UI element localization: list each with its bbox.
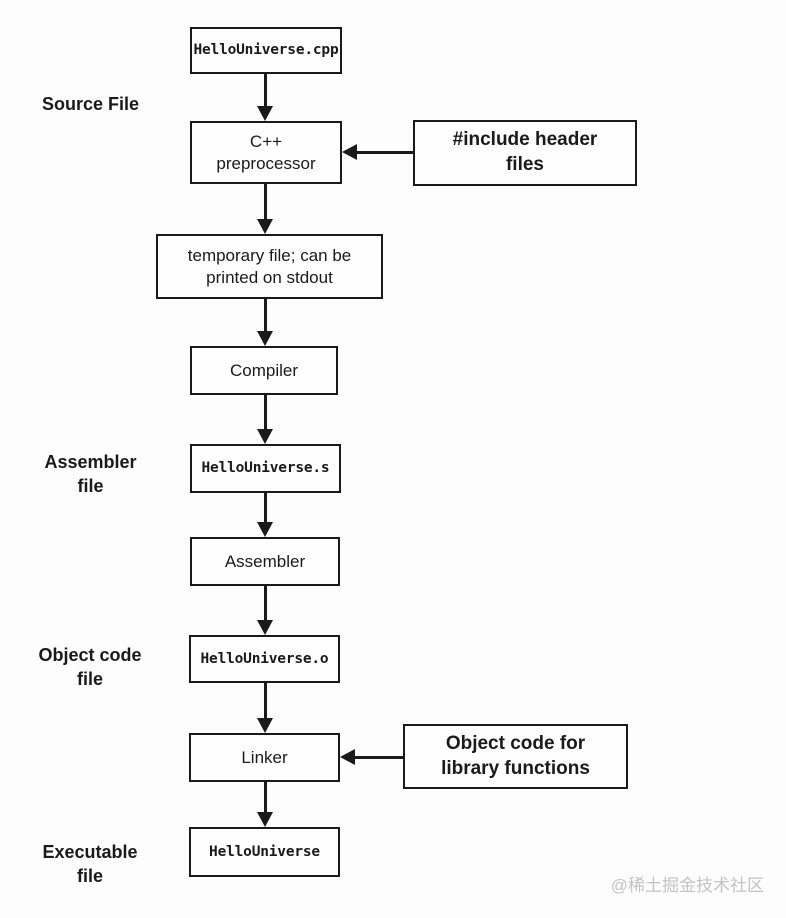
node-object-file: HelloUniverse.o — [189, 635, 340, 683]
arrow-objectfile-to-linker — [257, 683, 274, 733]
arrow-shaft — [264, 74, 267, 108]
arrow-compiler-to-assemblerfile — [257, 395, 274, 444]
arrow-shaft — [264, 782, 267, 814]
arrow-down-head — [257, 718, 273, 733]
stage-label-executable-file: Executable file — [42, 842, 138, 887]
node-compiler: Compiler — [190, 346, 338, 395]
arrow-down-head — [257, 331, 273, 346]
arrow-down-head — [257, 219, 273, 234]
node-cpp-preprocessor: C++ preprocessor — [190, 121, 342, 184]
arrow-left-head — [340, 749, 355, 765]
arrow-down-head — [257, 812, 273, 827]
arrow-shaft — [264, 586, 267, 622]
arrow-tempfile-to-compiler — [257, 299, 274, 346]
watermark-text: @稀土掘金技术社区 — [610, 876, 764, 895]
node-linker: Linker — [189, 733, 340, 782]
node-executable: HelloUniverse — [189, 827, 340, 877]
stage-label-assembler-file: Assembler file — [44, 452, 137, 497]
arrow-preprocessor-to-tempfile — [257, 184, 274, 234]
arrow-linker-to-executable — [257, 782, 274, 827]
node-include-header-files: #include header files — [413, 120, 637, 186]
arrow-shaft — [264, 683, 267, 720]
arrow-down-head — [257, 106, 273, 121]
stage-label-source-file: Source File — [41, 94, 140, 114]
arrow-shaft — [264, 395, 267, 431]
arrow-shaft — [355, 151, 413, 154]
node-library-object-code: Object code for library functions — [403, 724, 628, 789]
arrow-down-head — [257, 522, 273, 537]
arrow-shaft — [353, 756, 403, 759]
arrow-shaft — [264, 493, 267, 524]
arrow-assemblerfile-to-assembler — [257, 493, 274, 537]
arrow-left-head — [342, 144, 357, 160]
arrow-down-head — [257, 429, 273, 444]
arrow-shaft — [264, 299, 267, 333]
arrow-down-head — [257, 620, 273, 635]
arrow-headers-to-preprocessor — [342, 144, 413, 161]
arrow-shaft — [264, 184, 267, 221]
arrow-assembler-to-objectfile — [257, 586, 274, 635]
arrow-source-to-preprocessor — [257, 74, 274, 121]
stage-label-object-code-file: Object code file — [38, 645, 142, 690]
node-temporary-file: temporary file; can be printed on stdout — [156, 234, 383, 299]
node-source-file: HelloUniverse.cpp — [190, 27, 342, 74]
node-assembler: Assembler — [190, 537, 340, 586]
node-assembler-file: HelloUniverse.s — [190, 444, 341, 493]
arrow-library-to-linker — [340, 749, 403, 766]
